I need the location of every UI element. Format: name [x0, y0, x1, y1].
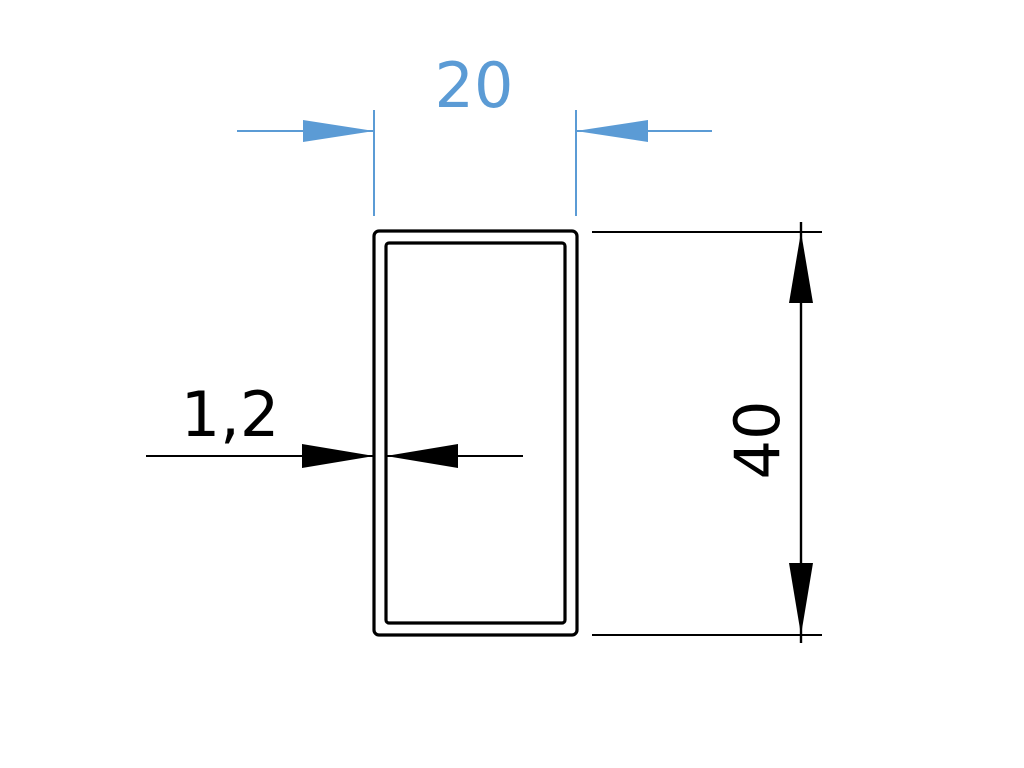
tube-outer-wall — [372, 229, 579, 637]
wall-thickness-arrowhead-left — [302, 444, 374, 468]
height-arrowhead-bottom — [789, 563, 813, 635]
tube-profile — [372, 229, 579, 637]
width-arrowhead-right — [576, 120, 648, 142]
width-dimension-label: 20 — [435, 49, 514, 122]
height-arrowhead-top — [789, 232, 813, 303]
tube-inner-wall — [384, 241, 567, 625]
wall-thickness-dimension: 1,2 — [146, 378, 523, 468]
height-dimension: 40 — [592, 222, 822, 643]
width-dimension: 20 — [237, 49, 712, 216]
height-dimension-label: 40 — [721, 401, 794, 480]
wall-thickness-arrowhead-right — [386, 444, 458, 468]
width-arrowhead-left — [303, 120, 374, 142]
wall-thickness-dimension-label: 1,2 — [181, 378, 280, 451]
